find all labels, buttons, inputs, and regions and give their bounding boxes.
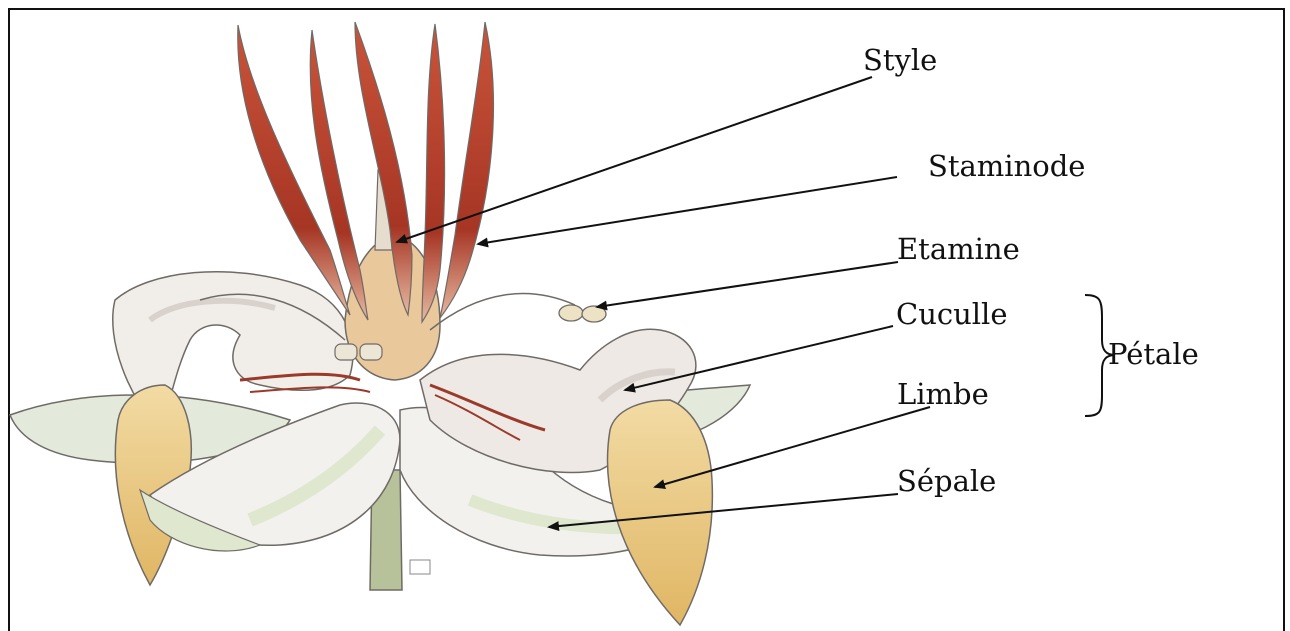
label-limbe: Limbe — [897, 380, 989, 409]
label-cuculle: Cuculle — [896, 300, 1008, 329]
style-5 — [440, 22, 493, 318]
staminode-leader — [478, 177, 897, 244]
label-petale: Pétale — [1108, 340, 1199, 369]
label-style: Style — [863, 46, 937, 75]
etamine-anther-2 — [582, 306, 606, 322]
label-sepale: Sépale — [897, 467, 996, 496]
label-staminode: Staminode — [928, 152, 1085, 181]
etamine-leader — [597, 262, 898, 307]
label-etamine: Etamine — [897, 235, 1020, 264]
etamine-anther-1 — [559, 305, 583, 321]
style-4 — [422, 24, 445, 322]
artist-mark — [410, 560, 430, 574]
